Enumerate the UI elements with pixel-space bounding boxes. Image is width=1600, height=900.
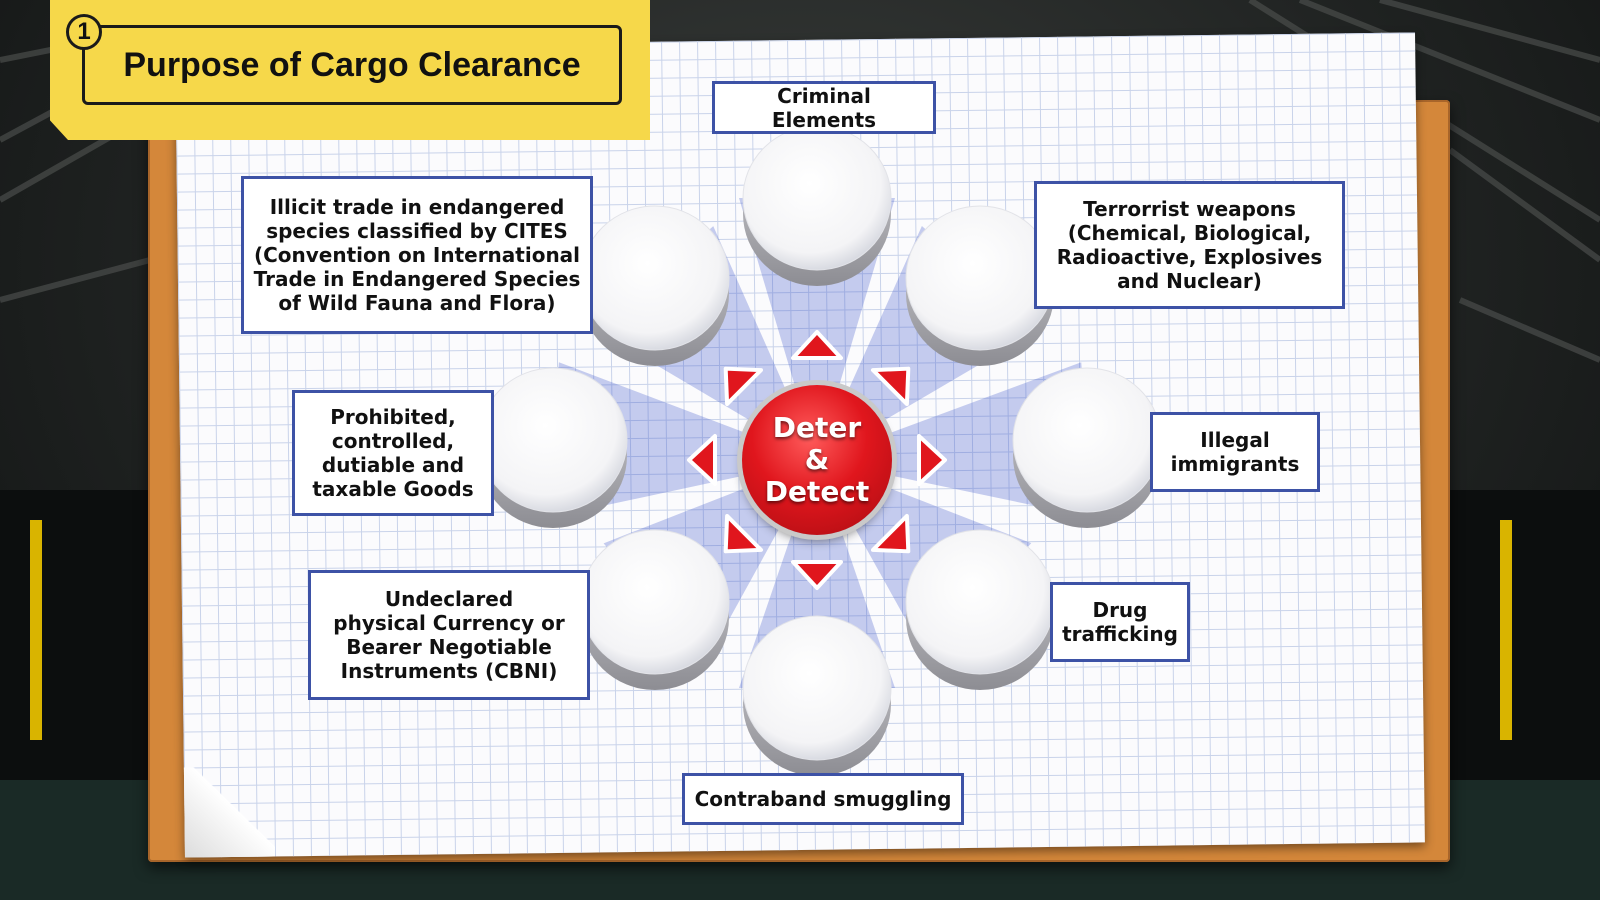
label-cites-illicit-trade: Illicit trade in endangered species clas… [241,176,593,334]
arrow-6 [687,434,717,486]
step-number-badge: 1 [66,14,102,50]
disc-immigrants [1012,367,1162,513]
title-frame: Purpose of Cargo Clearance [82,25,622,105]
title-banner [50,0,650,140]
label-prohibited-goods: Prohibited, controlled, dutiable and tax… [292,390,494,516]
arrow-5 [723,513,764,554]
label-terrorist-weapons: Terrorrist weapons (Chemical, Biological… [1034,181,1345,309]
arrow-1 [870,366,911,407]
label-drug-trafficking: Drug trafficking [1050,582,1190,662]
disc-currency [580,529,730,675]
deter-detect-button: Deter & Detect [742,385,892,535]
disc-criminal [742,125,892,271]
arrow-7 [723,366,764,407]
arrow-4 [791,560,843,590]
label-criminal-elements: Criminal Elements [712,81,936,134]
label-contraband-smuggling: Contraband smuggling [682,773,964,825]
disc-terrorist [905,205,1055,351]
disc-drug [905,529,1055,675]
disc-cites [580,205,730,351]
arrow-3 [870,513,911,554]
disc-contraband [742,615,892,761]
page-title: Purpose of Cargo Clearance [123,45,581,84]
label-undeclared-currency: Undeclared physical Currency or Bearer N… [308,570,590,700]
label-illegal-immigrants: Illegal immigrants [1150,412,1320,492]
arrow-0 [791,330,843,360]
disc-prohibited [478,367,628,513]
arrow-2 [917,434,947,486]
